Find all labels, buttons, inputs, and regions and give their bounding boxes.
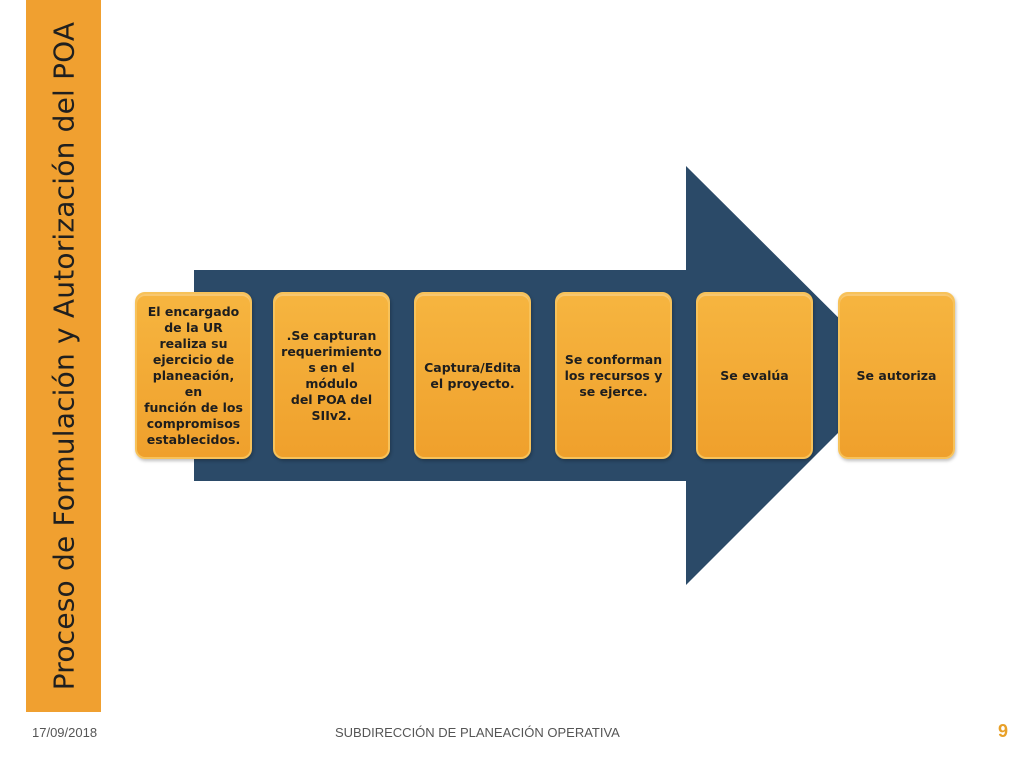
- step-1: El encargado de la UR realiza su ejercic…: [135, 292, 252, 459]
- step-2: .Se capturan requerimiento s en el módul…: [273, 292, 390, 459]
- step-5: Se evalúa: [696, 292, 813, 459]
- step-4: Se conforman los recursos y se ejerce.: [555, 292, 672, 459]
- step-6: Se autoriza: [838, 292, 955, 459]
- page-number: 9: [998, 721, 1009, 741]
- step-3: Captura/Edita el proyecto.: [414, 292, 531, 459]
- footer-department: SUBDIRECCIÓN DE PLANEACIÓN OPERATIVA: [335, 725, 620, 740]
- title-sidebar: [26, 0, 101, 712]
- footer-date: 17/09/2018: [32, 725, 98, 740]
- arrow-shape: [194, 166, 896, 585]
